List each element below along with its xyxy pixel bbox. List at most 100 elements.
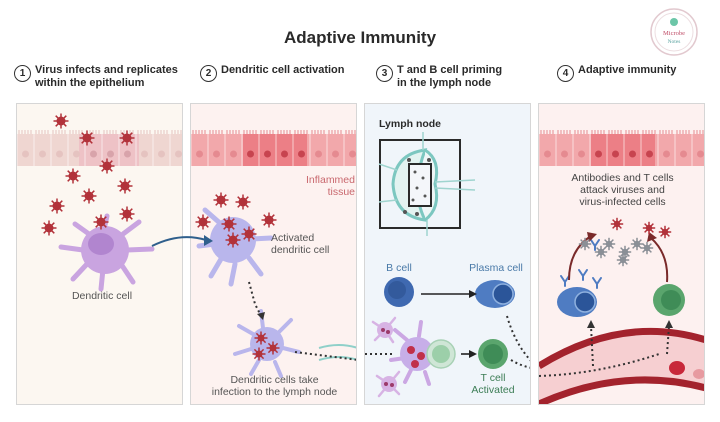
virus-icon bbox=[602, 237, 616, 251]
t-cell-activated-label: T cell Activated bbox=[461, 372, 525, 396]
t-cell-shape bbox=[653, 284, 685, 316]
step-1-line2: within the epithelium bbox=[35, 77, 145, 89]
epithelial-cell-nucleus bbox=[90, 150, 97, 158]
epithelial-cell-nucleus bbox=[124, 150, 131, 158]
logo-text-2: Notes bbox=[668, 39, 681, 45]
panel-4-illustration bbox=[539, 130, 704, 404]
virus-icon bbox=[53, 113, 69, 129]
epithelial-cell-nucleus bbox=[629, 150, 636, 158]
dendritic-take-infection-label: Dendritic cells take infection to the ly… bbox=[191, 374, 356, 398]
t-cell-attack-arrow bbox=[650, 237, 669, 283]
plasma-cell-shape bbox=[475, 280, 515, 308]
antibodies bbox=[560, 239, 602, 289]
plasma-cell-shape bbox=[557, 287, 597, 317]
epithelial-cell-nucleus bbox=[561, 150, 568, 158]
step-2-number: 2 bbox=[200, 65, 217, 82]
epithelial-cell-nucleus bbox=[158, 150, 165, 158]
step-3-number: 3 bbox=[376, 65, 393, 82]
virus-icon bbox=[642, 221, 656, 235]
virus-icon bbox=[610, 217, 624, 231]
to-t-cell-arrowhead bbox=[665, 320, 673, 328]
virus-icon bbox=[261, 212, 277, 228]
t-cell-line1: T cell bbox=[480, 372, 506, 384]
epithelial-cell-nucleus bbox=[213, 150, 220, 158]
epithelium-normal bbox=[17, 130, 182, 166]
epithelium-inflamed bbox=[191, 130, 356, 166]
epithelial-cell-nucleus bbox=[646, 150, 653, 158]
migration-arrowhead bbox=[257, 312, 265, 320]
attack-description: Antibodies and T cells attack viruses an… bbox=[539, 172, 704, 208]
t-cell-arrow bbox=[461, 350, 477, 358]
virus-icon bbox=[195, 214, 211, 230]
epithelial-cell-nucleus bbox=[264, 150, 271, 158]
epithelial-cell-nucleus bbox=[196, 150, 203, 158]
activated-dendritic-label: Activated dendritic cell bbox=[271, 232, 351, 256]
activated-line2: dendritic cell bbox=[271, 244, 330, 256]
blood-vessel bbox=[539, 327, 704, 404]
epithelial-cell-nucleus bbox=[663, 150, 670, 158]
lymph-node-diagram bbox=[378, 132, 476, 236]
plasma-exit-dotted bbox=[506, 315, 530, 362]
b-to-plasma-arrow bbox=[421, 290, 477, 298]
epithelial-cell-nucleus bbox=[73, 150, 80, 158]
b-cell-label: B cell bbox=[386, 262, 412, 274]
small-dendritic-cell-top bbox=[371, 316, 397, 344]
virus-icon bbox=[252, 347, 266, 361]
b-cell-shape bbox=[384, 277, 414, 307]
microbe-notes-logo: Microbe Notes bbox=[650, 8, 698, 56]
step-3-line1: T and B cell priming bbox=[397, 64, 503, 76]
virus-icon bbox=[578, 237, 592, 251]
vessel-dotted-path bbox=[539, 353, 660, 377]
lymph-arrow-dotted bbox=[294, 351, 356, 361]
virus-icon bbox=[225, 232, 241, 248]
attack-line2: attack viruses and bbox=[580, 184, 665, 196]
attack-line3: virus-infected cells bbox=[579, 196, 666, 208]
panel-lymph-node: Lymph node B cell Plasma cell T cell Act… bbox=[364, 103, 531, 405]
dendritic-cell-label: Dendritic cell bbox=[71, 290, 133, 302]
epithelial-cell-nucleus bbox=[612, 150, 619, 158]
antibody-attack-arrowhead bbox=[587, 232, 597, 242]
virus-icon bbox=[49, 198, 65, 214]
epithelial-cell-nucleus bbox=[578, 150, 585, 158]
priming-dendritic-cell bbox=[389, 320, 434, 386]
virus-icon bbox=[65, 168, 81, 184]
virus-icon bbox=[79, 130, 95, 146]
activated-line1: Activated bbox=[271, 232, 315, 244]
epithelium-inflamed bbox=[539, 130, 704, 166]
epithelial-cell-nucleus bbox=[175, 150, 182, 158]
to-plasma-dotted bbox=[590, 325, 594, 367]
migrating-dendritic-cell bbox=[233, 309, 301, 378]
epithelial-cell-nucleus bbox=[141, 150, 148, 158]
lymph-node-label: Lymph node bbox=[379, 118, 442, 130]
step-1-number: 1 bbox=[14, 65, 31, 82]
epithelial-cell-nucleus bbox=[595, 150, 602, 158]
diagram-title: Adaptive Immunity bbox=[283, 28, 437, 47]
step-4-number: 4 bbox=[557, 65, 574, 82]
virus-icon bbox=[221, 216, 237, 232]
panel-dendritic-activation: Inflammed tissue Activated dendritic cel… bbox=[190, 103, 357, 405]
plasma-cell-label: Plasma cell bbox=[469, 262, 523, 274]
epithelial-cell-nucleus bbox=[349, 150, 356, 158]
attack-line1: Antibodies and T cells bbox=[571, 172, 674, 184]
virus-icon bbox=[594, 245, 608, 259]
step-4-line1: Adaptive immunity bbox=[578, 64, 677, 76]
virus-icon bbox=[640, 241, 654, 255]
epithelial-cell-nucleus bbox=[107, 150, 114, 158]
epithelial-cell-nucleus bbox=[22, 150, 29, 158]
step-2-heading: 2 Dendritic cell activation bbox=[200, 64, 344, 82]
red-blood-cell bbox=[693, 369, 704, 379]
epithelial-cell-nucleus bbox=[680, 150, 687, 158]
panel-1-illustration bbox=[17, 113, 182, 292]
inflamed-tissue-label: Inflammed tissue bbox=[287, 174, 355, 198]
t-cell-line2: Activated bbox=[471, 384, 515, 396]
virus-icon bbox=[266, 341, 280, 355]
naive-t-cell-shape bbox=[426, 339, 456, 369]
epithelial-cell-nucleus bbox=[298, 150, 305, 158]
virus-icon bbox=[630, 237, 644, 251]
virus-icon bbox=[241, 226, 257, 242]
virus-icon bbox=[616, 253, 630, 267]
step-2-line1: Dendritic cell activation bbox=[221, 64, 345, 76]
lymphatic-vessel bbox=[318, 344, 356, 361]
